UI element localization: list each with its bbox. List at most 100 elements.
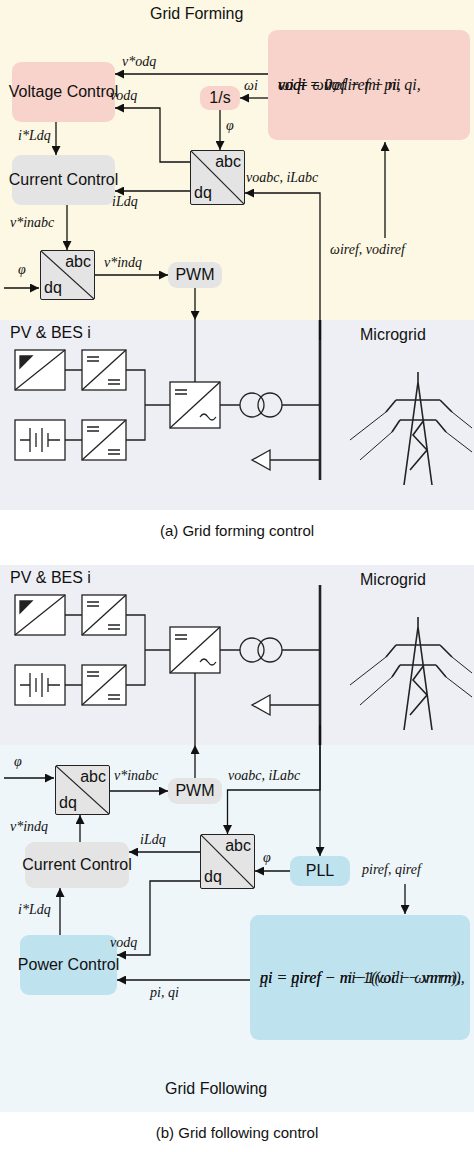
panel-band: Grid Forming ωi = ωiref − mi pi,vodi = vo… <box>0 0 474 320</box>
frame-label: dq <box>194 184 212 202</box>
signal-arrow <box>115 190 190 191</box>
hardware-figure <box>15 585 472 730</box>
phase-arrow <box>4 777 54 778</box>
signal-label: φ <box>18 262 26 279</box>
block-label: Current Control <box>22 855 131 874</box>
signal-label: voabc, iLabc <box>246 170 318 187</box>
signal-arrow <box>115 73 268 74</box>
pwm-wire <box>194 673 195 745</box>
transform-block: abcdq <box>200 834 255 889</box>
hardware-ground <box>0 565 474 745</box>
block-label: Current Control <box>9 170 118 189</box>
signal-label: ωiref, vodiref <box>330 242 405 259</box>
signal-label: φ <box>226 118 234 135</box>
signal-arrow <box>79 815 80 842</box>
signal-label: φ <box>263 850 271 867</box>
control-block: Power Control <box>20 935 117 995</box>
panel-title: Grid Forming <box>150 5 243 23</box>
frame-label: abc <box>215 153 241 171</box>
signal-label: vodq <box>110 935 137 952</box>
equation: voqi = 0, <box>278 75 336 94</box>
caption: (a) Grid forming control <box>160 522 314 540</box>
control-block: Current Control <box>25 842 129 888</box>
frame-label: dq <box>44 279 62 297</box>
signal-label: i*Ldq <box>18 128 51 145</box>
signal-label: iLdq <box>140 832 166 849</box>
signal-label: ωi <box>244 78 258 95</box>
control-block: PWM <box>168 778 222 804</box>
control-block: 1/s <box>200 86 240 110</box>
panel-title: Microgrid <box>360 326 426 344</box>
signal-label: voabc, iLabc <box>228 768 300 785</box>
signal-arrow <box>245 193 320 320</box>
frame-label: dq <box>204 868 222 886</box>
signal-label: i*Ldq <box>18 902 51 919</box>
equation-box: ωi = ωiref − mi pi,vodi = vodiref − ni q… <box>268 30 470 140</box>
diagonal-line <box>191 151 244 204</box>
block-label: PWM <box>175 265 214 284</box>
reference-arrow <box>404 884 405 914</box>
control-block: PLL <box>290 856 350 886</box>
panel-band: Grid FollowingabcdqPWMabcdqCurrent Contr… <box>0 745 474 1112</box>
signal-label: v*inabc <box>10 215 54 232</box>
signal-label: v*inabc <box>114 768 158 785</box>
frame-label: abc <box>80 768 106 786</box>
reference-arrow <box>384 142 385 238</box>
frame-label: abc <box>225 837 251 855</box>
signal-arrow <box>240 97 268 98</box>
signal-label: pi, qi <box>150 985 179 1002</box>
signal-arrow <box>115 108 190 162</box>
signal-arrow <box>219 110 220 150</box>
bus-bar <box>319 725 322 745</box>
block-label: PLL <box>306 861 334 880</box>
panel-title: Grid Following <box>165 1080 267 1098</box>
signal-arrow <box>129 851 200 852</box>
signal-arrow <box>110 790 168 791</box>
control-block: Voltage Control <box>12 62 115 122</box>
signal-arrow <box>255 870 290 871</box>
control-block: Current Control <box>12 155 115 205</box>
panel-title: PV & BES i <box>10 569 91 587</box>
control-block: PWM <box>168 262 222 288</box>
signal-label: vodq <box>110 88 137 105</box>
diagonal-line <box>56 766 109 814</box>
grid-forming-ground <box>0 0 474 320</box>
transform-block: abcdq <box>190 150 245 205</box>
signal-arrow <box>194 745 195 778</box>
signal-arrow <box>59 888 60 935</box>
panel-band: PV & BES i Microgrid <box>0 320 474 510</box>
signal-label: v*odq <box>122 54 156 71</box>
signal-arrow <box>95 274 168 275</box>
signal-arrow <box>194 288 195 320</box>
diagonal-line <box>201 835 254 888</box>
block-label: Power Control <box>18 955 119 974</box>
signal-arrow <box>117 979 250 980</box>
signal-label: piref, qiref <box>362 862 421 879</box>
signal-arrow <box>66 205 67 250</box>
signal-label: iLdq <box>112 194 138 211</box>
equation-box: pi = piref − mi−1(ωi − ωnrm),qi = qiref … <box>250 915 470 1040</box>
equation: qi = qiref − ni−1(vodi − vnrm), <box>260 968 465 987</box>
pwm-wire <box>194 320 195 382</box>
panel-title: Microgrid <box>360 571 426 589</box>
bus-bar <box>319 320 322 340</box>
hardware-ground <box>0 320 474 510</box>
signal-arrow <box>55 122 56 155</box>
signal-arrow <box>228 745 321 834</box>
caption: (b) Grid following control <box>156 1124 319 1142</box>
block-label: 1/s <box>209 88 230 107</box>
phase-arrow <box>4 287 39 288</box>
signal-label: v*indq <box>10 819 48 836</box>
frame-label: abc <box>65 253 91 271</box>
panel-title: PV & BES i <box>10 324 91 342</box>
frame-label: dq <box>59 794 77 812</box>
diagonal-line <box>41 251 94 299</box>
grid-following-ground <box>0 745 474 1112</box>
transform-block: abcdq <box>40 250 95 300</box>
panel-band: PV & BES i Microgrid <box>0 565 474 745</box>
block-label: Voltage Control <box>9 82 118 101</box>
signal-label: v*indq <box>104 255 142 272</box>
transform-block: abcdq <box>55 765 110 815</box>
signal-label: φ <box>14 754 22 771</box>
hardware-figure <box>15 340 472 485</box>
